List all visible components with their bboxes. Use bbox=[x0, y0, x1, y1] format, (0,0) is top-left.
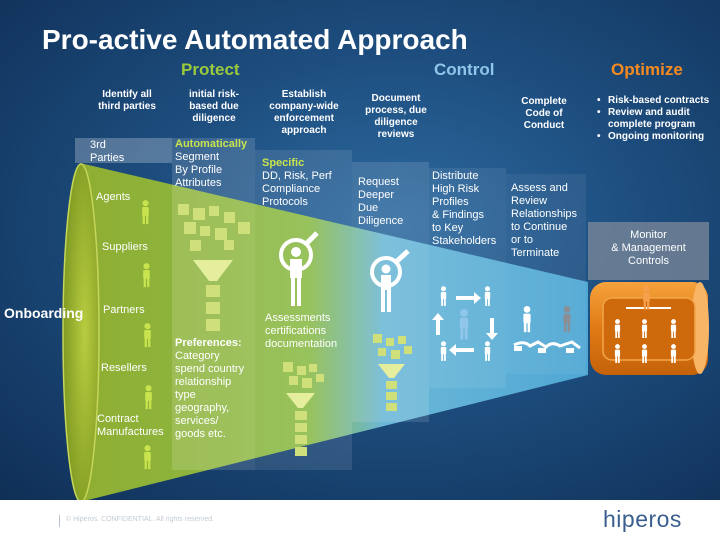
page-title: Pro-active Automated Approach bbox=[42, 24, 468, 55]
phase-protect: Protect bbox=[181, 60, 240, 79]
funnel-diagram bbox=[62, 138, 709, 500]
search-person-icon bbox=[279, 231, 319, 306]
filtered-squares-icon bbox=[206, 285, 220, 331]
monitor-text: Monitor& Management Controls bbox=[611, 229, 686, 267]
funnel-mouth bbox=[63, 164, 99, 500]
squares-cluster-icon bbox=[373, 334, 412, 359]
squares-cluster-icon bbox=[178, 204, 250, 251]
squares-cluster-icon bbox=[283, 362, 324, 388]
filter-funnel-icon bbox=[378, 364, 405, 378]
party-resellers: Resellers bbox=[101, 362, 147, 374]
optimize-list: Risk-based contracts Review and audit co… bbox=[597, 95, 717, 143]
parties-header-band bbox=[75, 138, 172, 163]
phase-optimize: Optimize bbox=[611, 60, 683, 79]
party-agents: Agents bbox=[96, 191, 131, 203]
onboarding-label: Onboarding bbox=[4, 305, 84, 321]
filter-funnel-icon bbox=[286, 393, 315, 408]
list-item: Risk-based contracts bbox=[597, 95, 717, 107]
funnel-body bbox=[80, 163, 588, 500]
list-item: Ongoing monitoring bbox=[597, 131, 717, 143]
filter-funnel-icon bbox=[193, 260, 233, 281]
search-person-icon bbox=[370, 249, 410, 312]
party-partners: Partners bbox=[103, 304, 145, 316]
hiperos-logo: hiperos bbox=[603, 506, 682, 532]
footer-copyright: © Hiperos. CONFIDENTIAL. All rights rese… bbox=[66, 516, 214, 523]
handshake-icon bbox=[513, 306, 581, 353]
footer bbox=[0, 500, 720, 540]
phase-control: Control bbox=[434, 60, 495, 79]
slide-canvas: Pro-active Automated Approach Protect Co… bbox=[0, 0, 720, 500]
party-suppliers: Suppliers bbox=[102, 241, 148, 253]
list-item: Review and audit complete program bbox=[597, 107, 717, 131]
monitor-box bbox=[588, 222, 709, 280]
footer-divider bbox=[59, 515, 60, 527]
cycle-arrow-icon bbox=[432, 286, 498, 361]
